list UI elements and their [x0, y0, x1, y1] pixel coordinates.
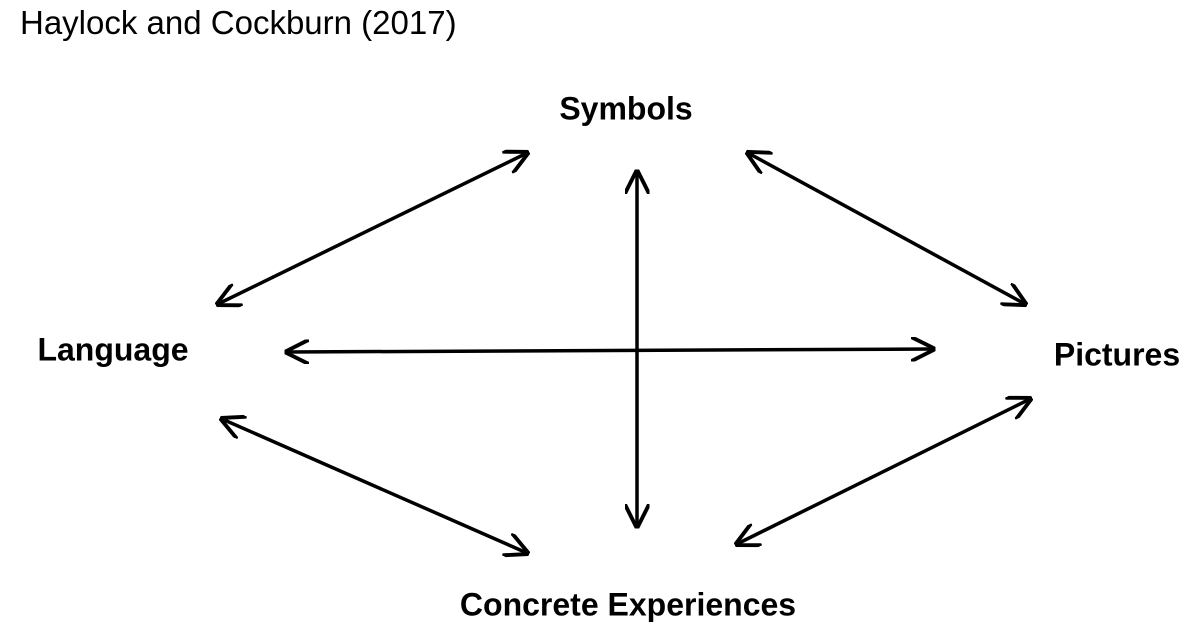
citation-text: Haylock and Cockburn (2017) [20, 4, 457, 41]
arrow-language-symbols [218, 153, 527, 304]
arrow-language-pictures [287, 349, 933, 352]
node-language: Language [37, 331, 189, 368]
arrow-concrete-pictures [737, 399, 1030, 544]
arrow-symbols-pictures [748, 153, 1025, 304]
node-pictures: Pictures [1053, 336, 1181, 373]
arrow-language-concrete [222, 419, 527, 553]
node-symbols: Symbols [559, 90, 693, 127]
node-concrete-experiences: Concrete Experiences [459, 586, 797, 623]
